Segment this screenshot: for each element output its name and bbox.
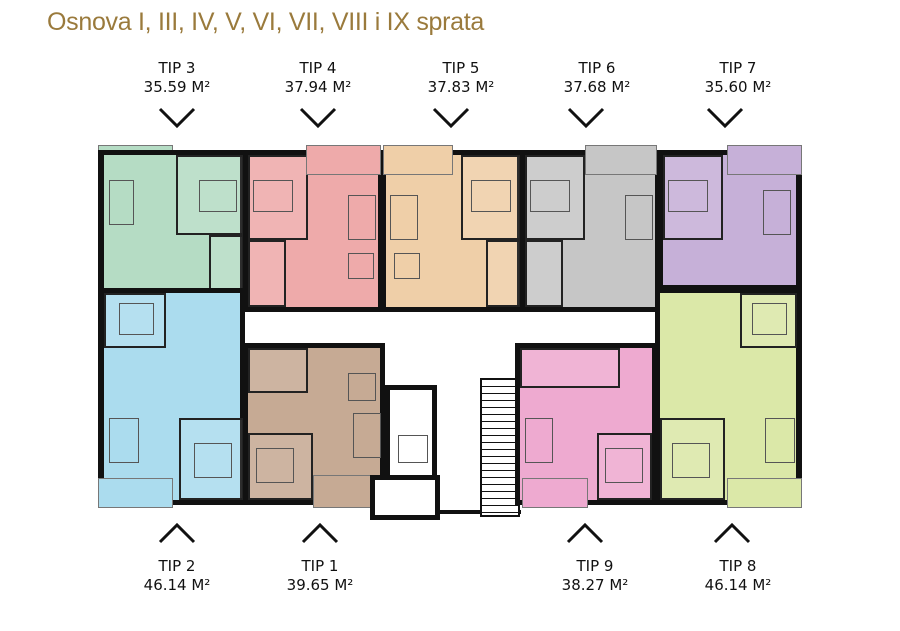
unit-tip8[interactable] (655, 288, 802, 505)
unit-area: 35.60 M² (704, 78, 772, 96)
bed (119, 303, 154, 335)
bed (253, 180, 293, 212)
dining-table (394, 253, 420, 279)
bedroom (248, 155, 308, 240)
balcony-tip7 (727, 145, 802, 175)
dining-table (348, 253, 374, 279)
unit-name: TIP 3 (158, 59, 196, 77)
unit-name: TIP 5 (442, 59, 480, 77)
elevator-shaft (370, 475, 440, 520)
unit-tip6[interactable] (520, 150, 660, 312)
balcony-tip5 (383, 145, 453, 175)
bedroom (597, 433, 652, 500)
chevron-up-icon (301, 522, 339, 544)
chevron-down-icon (432, 107, 470, 129)
bathroom (525, 240, 563, 307)
balcony-tip4 (306, 145, 381, 175)
bed (668, 180, 708, 212)
unit-tip4[interactable] (243, 150, 383, 312)
sofa (109, 418, 139, 463)
elevator (398, 435, 428, 463)
unit-name: TIP 2 (158, 557, 196, 575)
sofa (765, 418, 795, 463)
unit-area: 37.94 M² (284, 78, 352, 96)
unit-name: TIP 8 (719, 557, 757, 575)
unit-name: TIP 6 (578, 59, 616, 77)
sofa (109, 180, 134, 225)
page-title: Osnova I, III, IV, V, VI, VII, VIII i IX… (47, 8, 485, 36)
chevron-down-icon (158, 107, 196, 129)
unit-tip5[interactable] (381, 150, 522, 312)
balcony-tip6 (585, 145, 657, 175)
bed (194, 443, 232, 478)
unit-name: TIP 9 (576, 557, 614, 575)
bathroom (486, 240, 521, 307)
sofa (353, 413, 381, 458)
sofa (525, 418, 553, 463)
unit-area: 35.59 M² (143, 78, 211, 96)
bedroom (660, 418, 725, 500)
staircase (480, 378, 520, 517)
unit-area: 39.65 M² (286, 576, 354, 594)
balcony-tip8 (727, 478, 802, 508)
bedroom (248, 433, 313, 500)
chevron-down-icon (706, 107, 744, 129)
unit-name: TIP 1 (301, 557, 339, 575)
unit-area: 46.14 M² (143, 576, 211, 594)
bed (530, 180, 570, 212)
sofa (390, 195, 418, 240)
bed (672, 443, 710, 478)
core-wall (436, 510, 521, 522)
sofa (348, 195, 376, 240)
bathroom (248, 240, 286, 307)
bedroom (663, 155, 723, 240)
chevron-down-icon (299, 107, 337, 129)
chevron-up-icon (566, 522, 604, 544)
sofa (763, 190, 791, 235)
unit-area: 46.14 M² (704, 576, 772, 594)
bed (471, 180, 511, 212)
balcony-tip9 (522, 478, 588, 508)
chevron-down-icon (567, 107, 605, 129)
bed (752, 303, 787, 335)
unit-area: 37.83 M² (427, 78, 495, 96)
unit-tip2[interactable] (98, 288, 245, 505)
chevron-up-icon (713, 522, 751, 544)
sofa (625, 195, 653, 240)
bedroom (176, 155, 244, 235)
balcony-tip2 (98, 478, 173, 508)
bathroom (248, 348, 308, 393)
kitchen (520, 348, 620, 388)
chevron-up-icon (158, 522, 196, 544)
unit-area: 37.68 M² (563, 78, 631, 96)
bed (256, 448, 294, 483)
bedroom (104, 293, 166, 348)
bedroom (525, 155, 585, 240)
unit-name: TIP 7 (719, 59, 757, 77)
bedroom (740, 293, 797, 348)
unit-area: 38.27 M² (561, 576, 629, 594)
dining-table (348, 373, 376, 401)
balcony-tip1 (313, 475, 371, 508)
bed (199, 180, 237, 212)
bed (605, 448, 643, 483)
unit-name: TIP 4 (299, 59, 337, 77)
